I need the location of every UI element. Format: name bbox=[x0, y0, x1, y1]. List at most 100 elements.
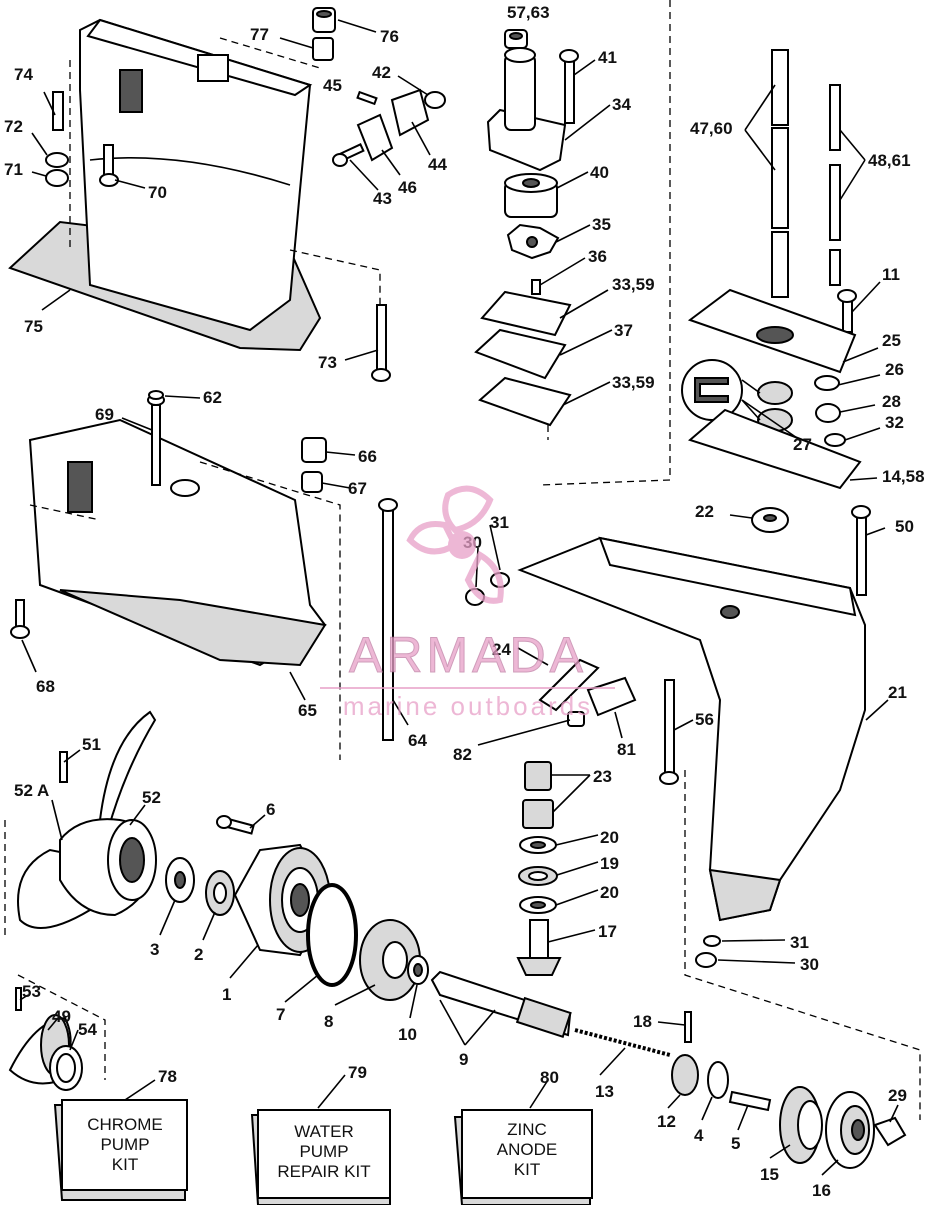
driveshaft-47 bbox=[771, 49, 789, 298]
watermark-brand: ARMADA bbox=[349, 627, 587, 683]
washer-20-lower bbox=[519, 896, 557, 914]
label-20-upper: 20 bbox=[600, 828, 619, 847]
label-54: 54 bbox=[78, 1020, 97, 1039]
label-70: 70 bbox=[148, 183, 167, 202]
label-62: 62 bbox=[203, 388, 222, 407]
zinc-kit-line2: ANODE bbox=[497, 1140, 557, 1159]
o-ring-26 bbox=[814, 375, 840, 391]
label-2: 2 bbox=[194, 945, 203, 964]
ring-4 bbox=[707, 1061, 729, 1099]
forward-gear-8 bbox=[359, 919, 421, 1001]
thrust-washer-3 bbox=[165, 857, 195, 903]
chrome-kit-line2: PUMP bbox=[100, 1135, 149, 1154]
label-50: 50 bbox=[895, 517, 914, 536]
label-37: 37 bbox=[614, 321, 633, 340]
label-79: 79 bbox=[348, 1063, 367, 1082]
label-17: 17 bbox=[598, 922, 617, 941]
zinc-kit-line3: KIT bbox=[514, 1160, 540, 1179]
label-31-upper: 31 bbox=[490, 513, 509, 532]
bracket-44 bbox=[390, 88, 430, 137]
label-73: 73 bbox=[318, 353, 337, 372]
label-33-59-lower: 33,59 bbox=[612, 373, 655, 392]
label-44: 44 bbox=[428, 155, 447, 174]
label-82: 82 bbox=[453, 745, 472, 764]
impeller-cup-40 bbox=[504, 173, 558, 218]
label-67: 67 bbox=[348, 479, 367, 498]
lower-exhaust-housing bbox=[28, 418, 327, 667]
clutch-dog-12 bbox=[671, 1054, 699, 1096]
label-16: 16 bbox=[812, 1181, 831, 1200]
label-6: 6 bbox=[266, 800, 275, 819]
nut-28 bbox=[815, 403, 841, 423]
screw-41 bbox=[559, 49, 579, 124]
label-66: 66 bbox=[358, 447, 377, 466]
label-10: 10 bbox=[398, 1025, 417, 1044]
label-33-59-upper: 33,59 bbox=[612, 275, 655, 294]
label-71: 71 bbox=[4, 160, 23, 179]
washer-20-upper bbox=[519, 836, 557, 854]
driveshaft-48 bbox=[829, 84, 841, 286]
label-75: 75 bbox=[24, 317, 43, 336]
pinion-gear-17 bbox=[516, 919, 562, 976]
water-pump-repair-kit-box: WATER PUMP REPAIR KIT bbox=[250, 1109, 391, 1205]
pump-housing-34 bbox=[486, 47, 567, 172]
nut-29 bbox=[873, 1116, 907, 1147]
label-20-lower: 20 bbox=[600, 883, 619, 902]
water-kit-line1: WATER bbox=[294, 1122, 354, 1141]
impeller-35 bbox=[506, 223, 560, 260]
label-74: 74 bbox=[14, 65, 33, 84]
bearing-16 bbox=[825, 1091, 875, 1169]
grommet-67 bbox=[301, 471, 323, 493]
label-22: 22 bbox=[695, 502, 714, 521]
watermark-tagline: marine outboards bbox=[343, 691, 593, 721]
screw-73 bbox=[371, 304, 391, 382]
propeller-logo-icon bbox=[406, 485, 504, 604]
part-labels: 74 72 71 70 75 73 77 76 45 42 44 46 43 5… bbox=[4, 3, 925, 1200]
label-41: 41 bbox=[598, 48, 617, 67]
label-53: 53 bbox=[22, 982, 41, 1001]
label-12: 12 bbox=[657, 1112, 676, 1131]
pin-45 bbox=[356, 90, 378, 106]
bracket-81 bbox=[586, 676, 637, 717]
label-9: 9 bbox=[459, 1050, 468, 1069]
label-52: 52 bbox=[142, 788, 161, 807]
label-34: 34 bbox=[612, 95, 631, 114]
propeller-52 bbox=[17, 710, 157, 929]
nut-71 bbox=[45, 169, 69, 187]
nut-42 bbox=[424, 91, 446, 109]
label-11: 11 bbox=[882, 265, 900, 284]
grommet-77 bbox=[312, 37, 334, 61]
label-31-lower: 31 bbox=[790, 933, 809, 952]
label-64: 64 bbox=[408, 731, 427, 750]
label-23: 23 bbox=[593, 767, 612, 786]
bearing-23-lower bbox=[522, 799, 554, 829]
label-81: 81 bbox=[617, 740, 636, 759]
label-19: 19 bbox=[600, 854, 619, 873]
plate-25 bbox=[687, 288, 857, 374]
label-30-lower: 30 bbox=[800, 955, 819, 974]
label-36: 36 bbox=[588, 247, 607, 266]
upper-exhaust-housing bbox=[8, 18, 322, 352]
label-47-60: 47,60 bbox=[690, 119, 733, 138]
label-48-61: 48,61 bbox=[868, 151, 911, 170]
label-14-58: 14,58 bbox=[882, 467, 925, 486]
label-78: 78 bbox=[158, 1067, 177, 1086]
label-72: 72 bbox=[4, 117, 23, 136]
label-27: 27 bbox=[793, 435, 812, 454]
label-25: 25 bbox=[882, 331, 901, 350]
label-26: 26 bbox=[885, 360, 904, 379]
label-15: 15 bbox=[760, 1165, 779, 1184]
label-18: 18 bbox=[633, 1012, 652, 1031]
label-5: 5 bbox=[731, 1134, 740, 1153]
stud-56 bbox=[659, 679, 679, 785]
label-42: 42 bbox=[372, 63, 391, 82]
reverse-gear-15 bbox=[779, 1086, 823, 1164]
label-46: 46 bbox=[398, 178, 417, 197]
gearcase-21 bbox=[517, 536, 866, 922]
gasket-14 bbox=[687, 408, 862, 490]
gasket-33-upper bbox=[480, 290, 572, 337]
armada-watermark: ARMADA marine outboards bbox=[320, 485, 615, 721]
chrome-kit-line1: CHROME bbox=[87, 1115, 163, 1134]
key-36 bbox=[531, 279, 541, 295]
label-68: 68 bbox=[36, 677, 55, 696]
